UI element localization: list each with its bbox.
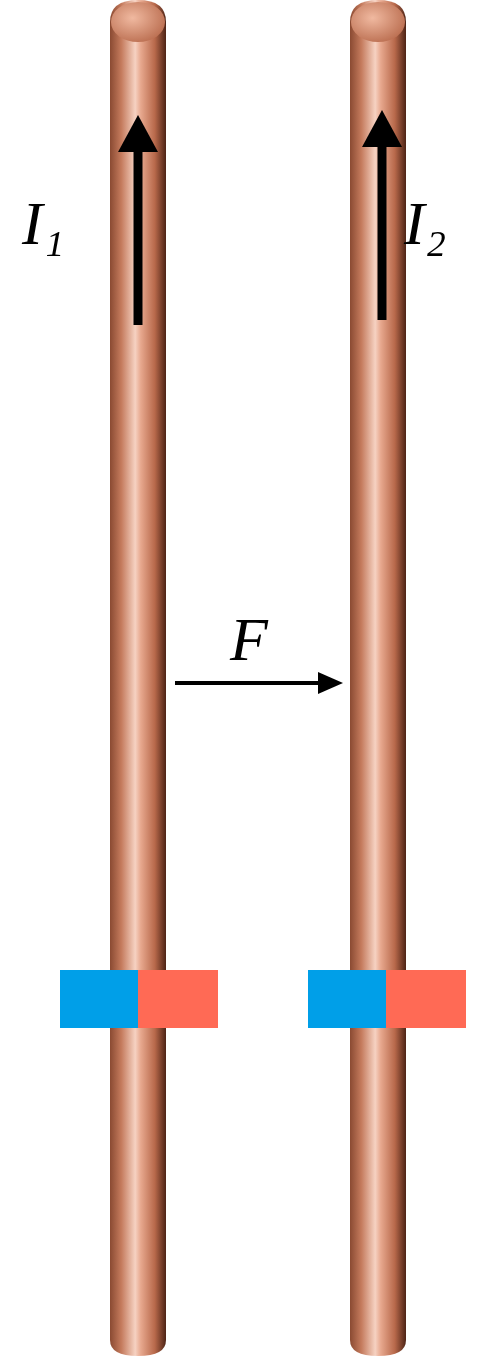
- current-arrow: [362, 110, 402, 320]
- current-label: I₁: [22, 192, 64, 254]
- force-arrow: [175, 672, 343, 694]
- left-wire: [110, 0, 166, 1356]
- current-arrow: [118, 115, 158, 325]
- right-wire: [350, 0, 406, 1356]
- magnet: [60, 970, 218, 1028]
- force-label: F: [230, 608, 268, 670]
- magnet: [308, 970, 466, 1028]
- current-label: I₂: [404, 192, 446, 254]
